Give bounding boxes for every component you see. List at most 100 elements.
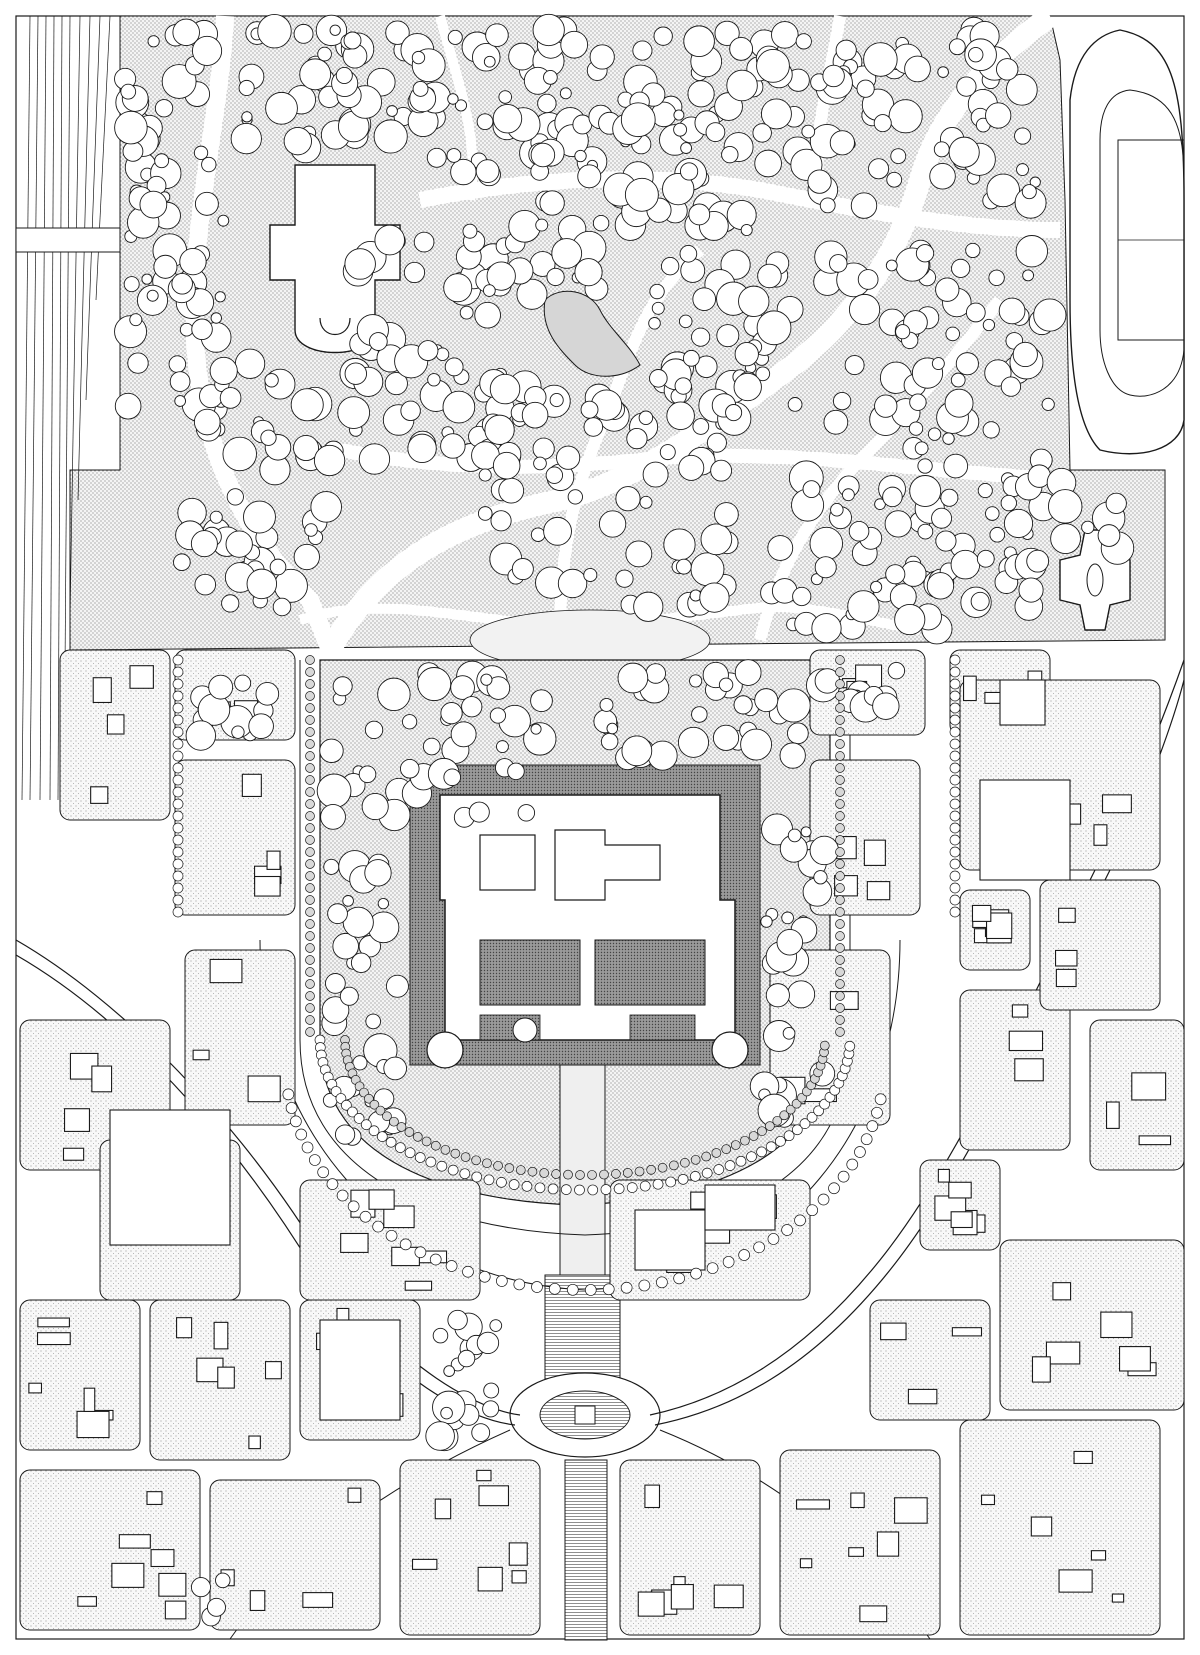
tree bbox=[844, 355, 865, 376]
tree bbox=[754, 688, 779, 713]
tree bbox=[782, 1026, 796, 1040]
tree bbox=[385, 20, 410, 45]
tree bbox=[427, 373, 441, 387]
row-tree bbox=[835, 991, 845, 1001]
building bbox=[848, 1547, 865, 1557]
row-tree bbox=[539, 1168, 550, 1178]
rail-bridge bbox=[15, 227, 121, 253]
tree bbox=[740, 728, 773, 761]
tree bbox=[377, 677, 411, 712]
row-tree bbox=[860, 1133, 873, 1146]
tree bbox=[450, 158, 477, 186]
row-tree bbox=[701, 1167, 713, 1179]
row-tree bbox=[835, 703, 845, 713]
tree bbox=[498, 477, 525, 504]
tree bbox=[692, 418, 710, 435]
row-tree bbox=[835, 871, 845, 881]
tree bbox=[447, 1309, 468, 1331]
row-tree bbox=[305, 823, 315, 833]
tree bbox=[122, 140, 144, 162]
row-tree bbox=[353, 1113, 365, 1124]
tree bbox=[1081, 520, 1095, 534]
row-tree bbox=[172, 882, 184, 894]
tree bbox=[873, 114, 892, 133]
row-tree bbox=[450, 1148, 461, 1159]
building bbox=[477, 1566, 503, 1592]
tree bbox=[447, 93, 459, 105]
tree bbox=[632, 40, 653, 61]
tree bbox=[476, 113, 494, 131]
row-tree bbox=[336, 1189, 349, 1202]
tree bbox=[373, 119, 408, 154]
tree bbox=[663, 528, 696, 561]
row-tree bbox=[385, 1136, 397, 1148]
tree bbox=[850, 192, 878, 219]
tree bbox=[583, 417, 604, 437]
tree bbox=[265, 91, 298, 125]
row-tree bbox=[835, 1015, 845, 1025]
row-tree bbox=[305, 787, 315, 797]
tree bbox=[638, 410, 654, 426]
tree bbox=[498, 90, 513, 104]
tree bbox=[426, 147, 447, 168]
row-tree bbox=[657, 1162, 668, 1173]
tree bbox=[543, 516, 572, 546]
row-tree bbox=[949, 738, 961, 750]
row-tree bbox=[835, 859, 845, 869]
tree bbox=[615, 486, 641, 512]
building bbox=[1030, 1516, 1053, 1537]
building bbox=[1058, 1569, 1093, 1593]
building bbox=[850, 1492, 865, 1509]
tree bbox=[729, 36, 754, 61]
tree bbox=[290, 388, 324, 422]
building bbox=[634, 1209, 706, 1271]
tree bbox=[776, 928, 804, 956]
row-tree bbox=[305, 703, 315, 713]
row-tree bbox=[305, 1015, 315, 1025]
row-tree bbox=[806, 1204, 819, 1217]
tree bbox=[600, 732, 619, 751]
tree bbox=[951, 258, 971, 278]
tree bbox=[462, 223, 478, 239]
row-tree bbox=[721, 1144, 732, 1154]
row-tree bbox=[290, 1115, 302, 1128]
row-tree bbox=[504, 1163, 515, 1173]
row-tree bbox=[412, 1131, 423, 1142]
row-tree bbox=[305, 955, 315, 965]
tree bbox=[483, 284, 496, 297]
row-tree bbox=[775, 1135, 786, 1147]
tree bbox=[948, 38, 966, 56]
tree bbox=[368, 332, 388, 351]
tree bbox=[675, 558, 692, 575]
building bbox=[37, 1317, 70, 1328]
tree bbox=[679, 245, 698, 263]
row-tree bbox=[620, 1281, 633, 1294]
tree bbox=[757, 263, 782, 289]
city-block bbox=[779, 1449, 941, 1636]
tree bbox=[674, 377, 692, 395]
row-tree bbox=[722, 1256, 735, 1268]
row-tree bbox=[496, 1176, 507, 1188]
row-tree bbox=[949, 762, 961, 774]
building bbox=[704, 1184, 776, 1231]
tree bbox=[411, 50, 426, 65]
row-tree bbox=[706, 1262, 719, 1275]
building bbox=[1101, 794, 1132, 814]
building bbox=[158, 1572, 187, 1597]
city-block bbox=[959, 1419, 1161, 1636]
tree bbox=[1021, 184, 1037, 200]
tree bbox=[551, 238, 583, 269]
row-tree bbox=[305, 895, 315, 905]
tree bbox=[443, 768, 462, 787]
tree bbox=[129, 313, 143, 327]
row-tree bbox=[347, 1106, 358, 1118]
tree bbox=[146, 289, 159, 302]
row-tree bbox=[785, 1104, 796, 1115]
tree bbox=[917, 458, 933, 474]
tree bbox=[530, 142, 556, 168]
building bbox=[164, 1600, 187, 1620]
row-tree bbox=[835, 679, 845, 689]
tree bbox=[976, 549, 995, 568]
tree bbox=[560, 30, 589, 59]
tree bbox=[474, 301, 501, 329]
